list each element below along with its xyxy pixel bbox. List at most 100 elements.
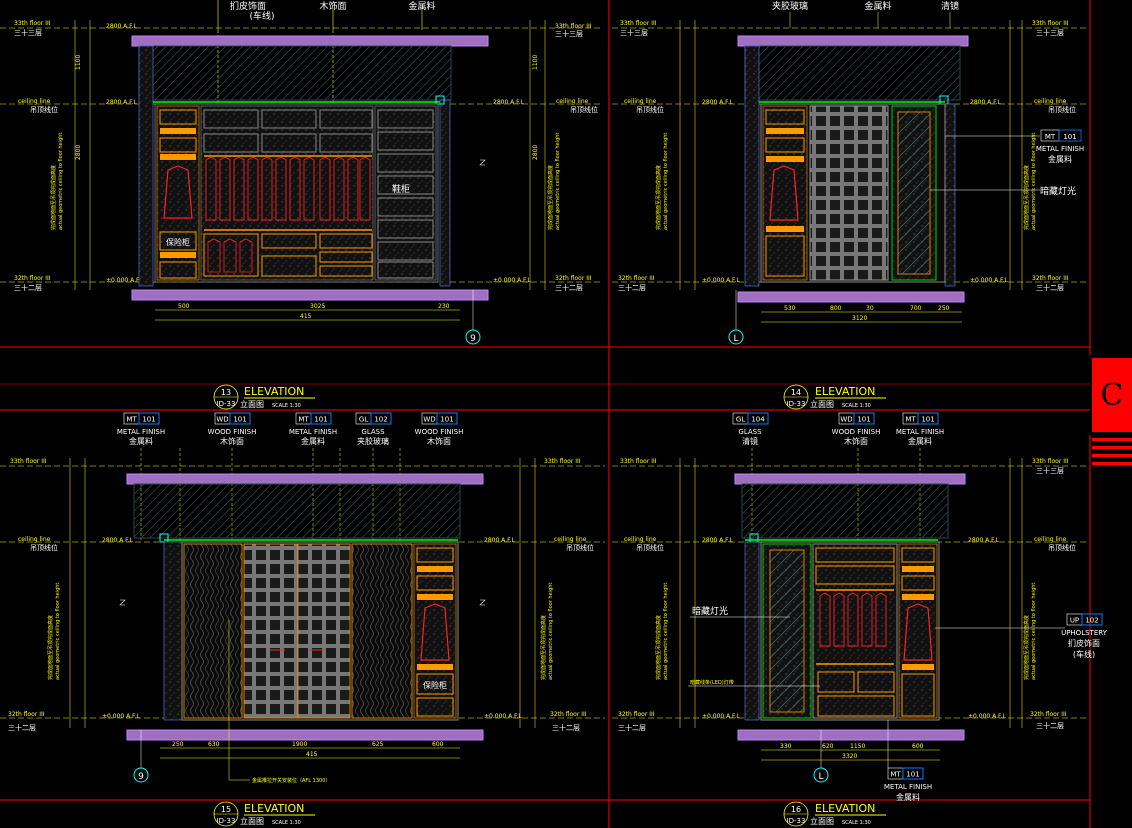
svg-text:暗藏灯光: 暗藏灯光 [1040, 185, 1076, 197]
svg-text:金属料: 金属料 [1048, 154, 1072, 164]
svg-text:13: 13 [221, 388, 231, 397]
svg-text:±0.000 A.F.L: ±0.000 A.F.L [702, 277, 740, 284]
svg-text:三十三层: 三十三层 [1036, 466, 1064, 475]
svg-text:15: 15 [221, 805, 231, 814]
svg-text:完成面地面至吊顶完成面高度: 完成面地面至吊顶完成面高度 [50, 165, 57, 230]
svg-text:(车线): (车线) [1073, 649, 1095, 659]
svg-text:完成面地面至吊顶完成面高度: 完成面地面至吊顶完成面高度 [655, 165, 662, 230]
svg-text:actual geometric ceiling to fl: actual geometric ceiling to floor height [663, 133, 669, 230]
svg-text:ID-33: ID-33 [217, 817, 236, 825]
label-upholstery: 扪皮饰面 [230, 0, 266, 12]
svg-text:ID-33: ID-33 [217, 400, 236, 408]
svg-text:METAL FINISH: METAL FINISH [289, 428, 337, 436]
elevation-13: 扪皮饰面 (车线) 木饰面 金属料 33th floor III 三十三层 ce… [0, 0, 600, 345]
svg-text:完成面地面至吊顶完成面高度: 完成面地面至吊顶完成面高度 [540, 615, 547, 680]
svg-text:ceiling line: ceiling line [624, 536, 657, 543]
elevation-16: GL 104 GLASS 清镜 WD 101 WOOD FINISH 木饰面 M… [612, 412, 1108, 802]
svg-text:415: 415 [306, 751, 318, 758]
svg-text:三十二层: 三十二层 [618, 283, 646, 292]
svg-text:3025: 3025 [310, 303, 325, 310]
svg-text:2800 A.F.L: 2800 A.F.L [968, 537, 999, 544]
svg-text:actual geometric ceiling to fl: actual geometric ceiling to floor height [58, 133, 64, 230]
svg-text:吊顶线位: 吊顶线位 [566, 543, 594, 552]
svg-text:16: 16 [791, 805, 801, 814]
svg-text:32th floor III: 32th floor III [14, 275, 51, 282]
svg-text:ELEVATION: ELEVATION [815, 385, 875, 398]
svg-text:32th floor III: 32th floor III [550, 711, 587, 718]
svg-text:三十二层: 三十二层 [1036, 283, 1064, 292]
svg-text:WOOD FINISH: WOOD FINISH [208, 428, 257, 436]
svg-text:actual geometric ceiling to fl: actual geometric ceiling to floor height [1031, 583, 1037, 680]
svg-text:MT: MT [1045, 133, 1056, 141]
svg-text:木饰面: 木饰面 [427, 436, 451, 446]
svg-text:三十二层: 三十二层 [14, 283, 42, 292]
p15-callouts: MT 101 METAL FINISH 金属料 WD 101 WOOD FINI… [117, 412, 464, 446]
svg-text:1900: 1900 [292, 741, 307, 748]
svg-text:三十二层: 三十二层 [618, 723, 646, 732]
svg-text:actual geometric ceiling to fl: actual geometric ceiling to floor height [1031, 133, 1037, 230]
p13-safe-label: 保险柜 [166, 237, 190, 247]
svg-text:620: 620 [822, 743, 834, 750]
svg-text:夹胶玻璃: 夹胶玻璃 [357, 436, 389, 446]
svg-text:101: 101 [314, 416, 327, 424]
svg-text:三十二层: 三十二层 [555, 283, 583, 292]
label-metal: 金属料 [408, 0, 435, 12]
svg-text:WOOD FINISH: WOOD FINISH [415, 428, 464, 436]
svg-text:415: 415 [300, 313, 312, 320]
elevation-15: MT 101 METAL FINISH 金属料 WD 101 WOOD FINI… [0, 412, 605, 784]
svg-text:WOOD FINISH: WOOD FINISH [832, 428, 881, 436]
svg-text:33th floor III: 33th floor III [14, 20, 51, 27]
label-stitching: (车线) [249, 10, 274, 22]
svg-text:金属料: 金属料 [301, 436, 325, 446]
sheet-title-16: 16 ID-33 ELEVATION 立面图 SCALE 1:30 [783, 801, 886, 827]
svg-text:32th floor III: 32th floor III [618, 275, 655, 282]
svg-text:33th floor III: 33th floor III [544, 458, 581, 465]
svg-text:230: 230 [438, 303, 450, 310]
svg-text:101: 101 [142, 416, 155, 424]
svg-text:ceiling line: ceiling line [554, 536, 587, 543]
svg-text:SCALE 1:30: SCALE 1:30 [272, 403, 301, 409]
svg-text:actual geometric ceiling to fl: actual geometric ceiling to floor height [55, 583, 61, 680]
svg-text:625: 625 [372, 741, 384, 748]
svg-text:吊顶线位: 吊顶线位 [30, 543, 58, 552]
svg-text:METAL FINISH: METAL FINISH [884, 783, 932, 791]
svg-text:32th floor III: 32th floor III [1032, 275, 1069, 282]
svg-text:ceiling line: ceiling line [1034, 536, 1067, 543]
svg-text:2800 A.F.L: 2800 A.F.L [102, 537, 133, 544]
label-wood: 木饰面 [319, 0, 346, 12]
svg-text:±0.000 A.F.L: ±0.000 A.F.L [102, 713, 140, 720]
svg-text:2800: 2800 [532, 145, 539, 160]
svg-text:2800 A.F.L: 2800 A.F.L [106, 99, 137, 106]
svg-text:102: 102 [374, 416, 387, 424]
svg-text:ELEVATION: ELEVATION [815, 802, 875, 815]
svg-text:101: 101 [906, 771, 919, 779]
svg-text:2800 A.F.L: 2800 A.F.L [702, 99, 733, 106]
svg-text:暗藏灯光: 暗藏灯光 [692, 605, 728, 617]
svg-text:三十三层: 三十三层 [1036, 28, 1064, 37]
svg-text:吊顶线位: 吊顶线位 [1048, 105, 1076, 114]
svg-text:32th floor III: 32th floor III [618, 711, 655, 718]
svg-text:UPHOLSTERY: UPHOLSTERY [1061, 629, 1108, 637]
svg-text:三十三层: 三十三层 [555, 29, 583, 38]
p15-grid-marker: 9 [138, 772, 144, 782]
elevation-14: 夹胶玻璃 金属料 清镜 33th floor III 三十三层 ceiling … [612, 0, 1088, 345]
svg-text:完成面地面至吊顶完成面高度: 完成面地面至吊顶完成面高度 [547, 165, 554, 230]
svg-text:630: 630 [208, 741, 220, 748]
svg-text:32th floor III: 32th floor III [555, 275, 592, 282]
svg-text:±0.000 A.F.L: ±0.000 A.F.L [968, 713, 1006, 720]
svg-text:完成面地面至吊顶完成面高度: 完成面地面至吊顶完成面高度 [655, 615, 662, 680]
svg-text:吊顶线位: 吊顶线位 [30, 105, 58, 114]
svg-text:完成面地面至吊顶完成面高度: 完成面地面至吊顶完成面高度 [47, 615, 54, 680]
svg-text:33th floor III: 33th floor III [1032, 20, 1069, 27]
svg-text:1150: 1150 [850, 743, 865, 750]
svg-text:SCALE 1:30: SCALE 1:30 [842, 820, 871, 826]
svg-text:104: 104 [751, 416, 765, 424]
svg-text:吊顶线位: 吊顶线位 [1048, 543, 1076, 552]
svg-text:33th floor III: 33th floor III [10, 458, 47, 465]
svg-text:METAL FINISH: METAL FINISH [1036, 145, 1084, 153]
svg-text:33th floor III: 33th floor III [555, 23, 592, 30]
sheet-frame [0, 0, 1091, 828]
svg-text:ID-33: ID-33 [787, 817, 806, 825]
p16-grid-marker: L [818, 772, 823, 782]
svg-text:2800 A.F.L: 2800 A.F.L [970, 99, 1001, 106]
